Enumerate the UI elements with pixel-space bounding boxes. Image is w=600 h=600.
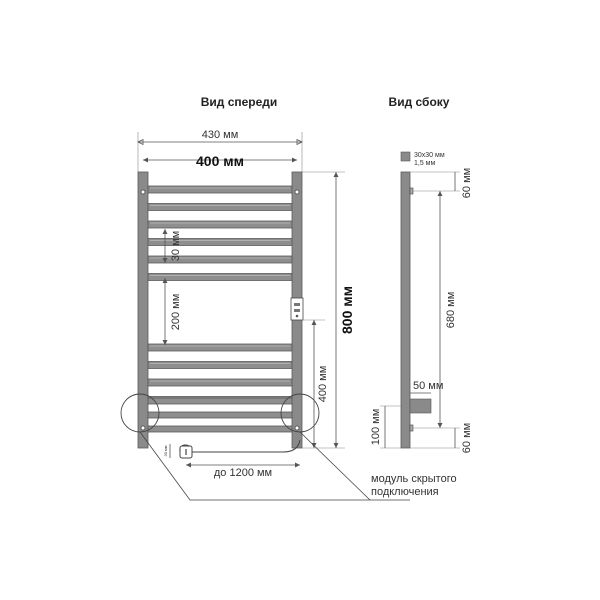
- profile-swatch: [400, 151, 411, 162]
- bar-spacing-dimension: 30 мм: [162, 229, 182, 263]
- profile-size-label: 30х30 мм: [414, 152, 445, 159]
- gap-label: 200 мм: [170, 294, 182, 331]
- bottom-crossbar-2: [147, 411, 293, 419]
- top-wall-bracket: [409, 187, 414, 195]
- wall-distance-label: 50 мм: [413, 380, 443, 392]
- mount-hole-bottom-right: [294, 425, 300, 431]
- towel-rail-side: [400, 171, 432, 449]
- upper-crossbar-4: [147, 238, 293, 246]
- gap-dimension: 200 мм: [162, 278, 182, 345]
- small-dimension: 30 мм: [163, 444, 171, 458]
- lower-crossbar-3: [147, 378, 293, 387]
- wall-thickness-label: 1,5 мм: [414, 160, 435, 167]
- height-label: 800 мм: [339, 286, 355, 334]
- top-offset-label: 60 мм: [461, 168, 473, 198]
- bottom-height-label: 100 мм: [370, 409, 382, 446]
- cable-length-label: до 1200 мм: [214, 467, 272, 479]
- bottom-height-dimension: 100 мм: [370, 405, 401, 449]
- overall-width-label: 430 мм: [202, 129, 239, 141]
- mount-hole-bottom-left: [140, 425, 146, 431]
- upper-crossbar-5: [147, 255, 293, 264]
- callout-text-line1: модуль скрытого: [371, 473, 457, 485]
- power-cable: до 1200 мм: [179, 439, 301, 479]
- top-offset-dimension: 60 мм: [410, 168, 473, 198]
- center-width-label: 400 мм: [196, 153, 244, 169]
- height-dimension: 800 мм: [302, 171, 355, 449]
- mount-hole-top-right: [294, 189, 300, 195]
- lower-section-dimension: 400 мм: [302, 319, 329, 448]
- bottom-wall-bracket: [409, 424, 414, 432]
- left-vertical-rail: [137, 171, 149, 449]
- bottom-offset-label: 60 мм: [461, 423, 473, 453]
- overall-width-dimension: 430 мм: [137, 129, 303, 172]
- bar-spacing-label: 30 мм: [170, 231, 182, 261]
- thermostat-switch: [290, 297, 304, 321]
- lower-crossbar-2: [147, 361, 293, 369]
- front-view-title: Вид спереди: [201, 95, 278, 109]
- wall-distance-dimension: 50 мм: [410, 380, 443, 394]
- mount-spacing-label: 680 мм: [445, 292, 457, 329]
- upper-crossbar-1: [147, 185, 293, 194]
- callout-text-line2: подключения: [371, 486, 439, 498]
- upper-crossbar-3: [147, 220, 293, 229]
- upper-crossbar-6: [147, 273, 293, 281]
- profile-legend: 30х30 мм 1,5 мм: [400, 151, 445, 167]
- lower-crossbar-1: [147, 343, 293, 352]
- bottom-crossbar-1: [147, 397, 293, 405]
- side-bar-stub: [409, 398, 432, 414]
- small-dimension-label: 30 мм: [163, 445, 168, 456]
- center-width-dimension: 400 мм: [143, 153, 297, 169]
- bottom-offset-dimension: 60 мм: [410, 423, 473, 453]
- towel-rail-front: [120, 171, 320, 449]
- mount-spacing-dimension: 680 мм: [437, 191, 457, 428]
- upper-crossbar-2: [147, 203, 293, 211]
- lower-crossbars: [147, 343, 293, 433]
- side-profile: [400, 171, 411, 449]
- mount-hole-top-left: [140, 189, 146, 195]
- bottom-crossbar-3: [147, 425, 293, 433]
- side-view-title: Вид сбоку: [389, 95, 450, 109]
- upper-crossbars: [147, 185, 293, 281]
- callout-leaders: [139, 431, 410, 501]
- lower-section-label: 400 мм: [317, 366, 329, 403]
